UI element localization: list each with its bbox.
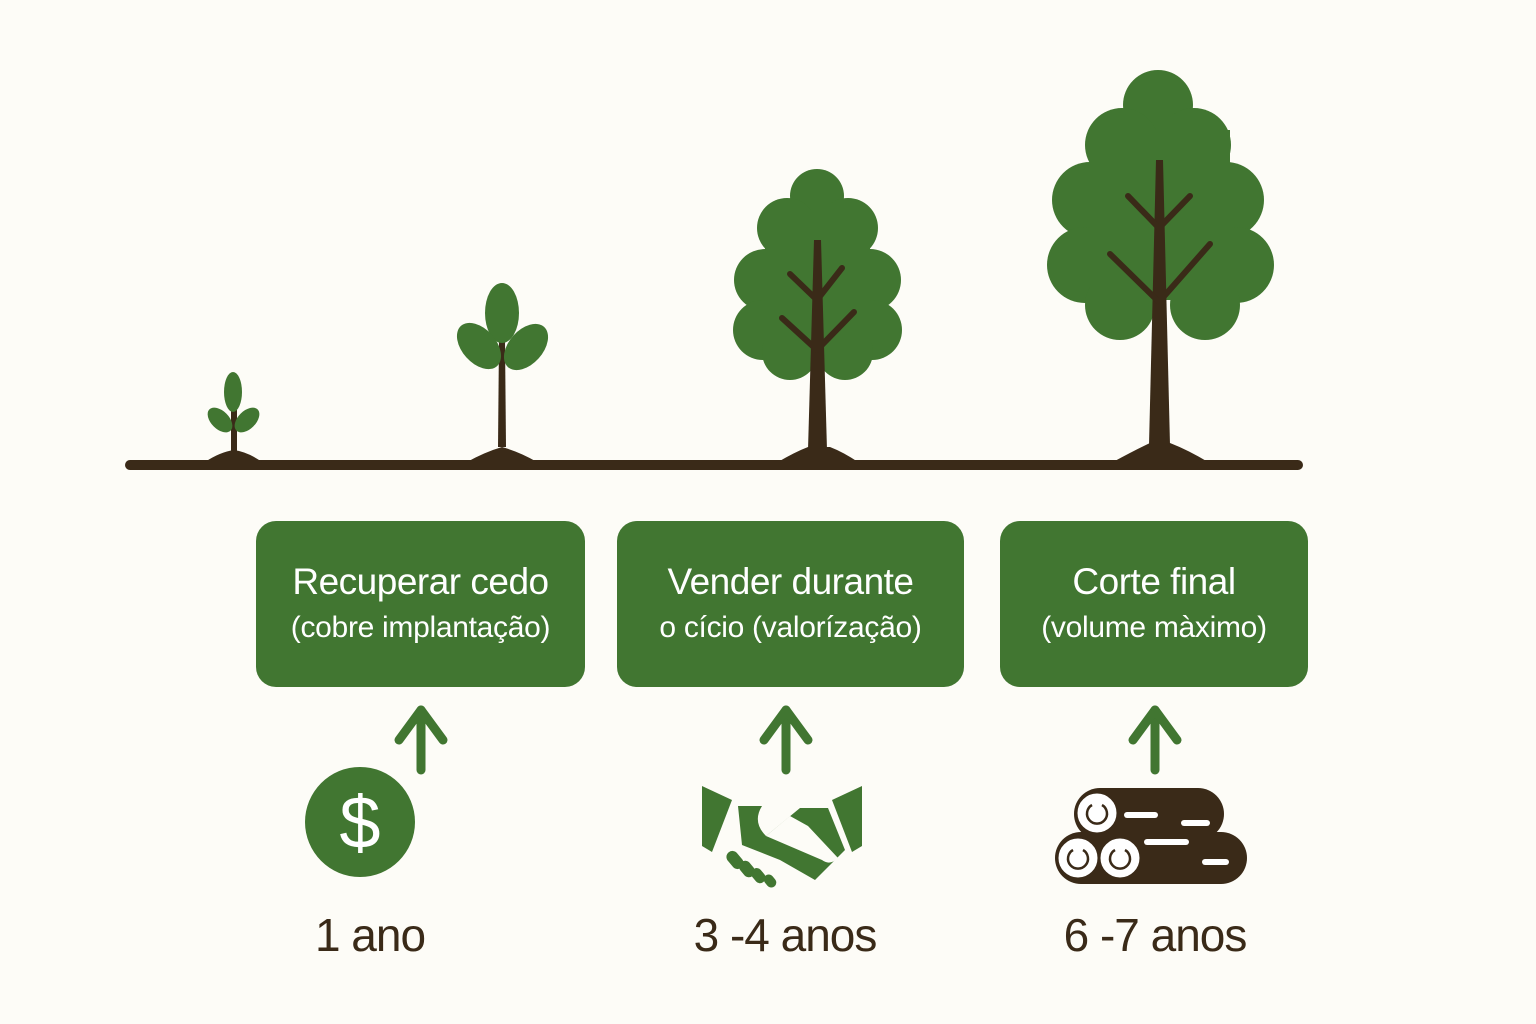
arrow-up-icon [1128,705,1182,775]
strategy-card-early-recovery: Recuperar cedo (cobre implantação) [256,521,585,687]
strategy-title: Corte final [1072,560,1236,602]
strategy-subtitle: (cobre implantação) [290,610,551,644]
dollar-coin-icon: $ [305,767,415,877]
handshake-icon [702,786,862,888]
tree-large-icon [1047,70,1274,462]
strategy-title: Vender durante [667,560,914,602]
strategy-subtitle: (volume màximo) [1041,610,1267,644]
arrow-up-icon [394,705,448,775]
svg-text:$: $ [339,781,380,864]
strategy-subtitle: o cício (valorízação) [659,610,922,644]
arrow-up-icon [759,705,813,775]
tree-medium-icon [733,169,902,462]
period-label: 3 -4 anos [693,909,878,961]
logs-icon [1055,788,1247,884]
strategy-card-sell-during-cycle: Vender durante o cício (valorízação) [617,521,964,687]
strategy-title: Recuperar cedo [292,560,549,602]
seedling-icon [205,372,262,462]
period-label: 6 -7 anos [1063,909,1248,961]
strategy-card-final-cut: Corte final (volume màximo) [1000,521,1308,687]
period-label: 1 ano [314,909,426,961]
sapling-icon [456,283,549,462]
